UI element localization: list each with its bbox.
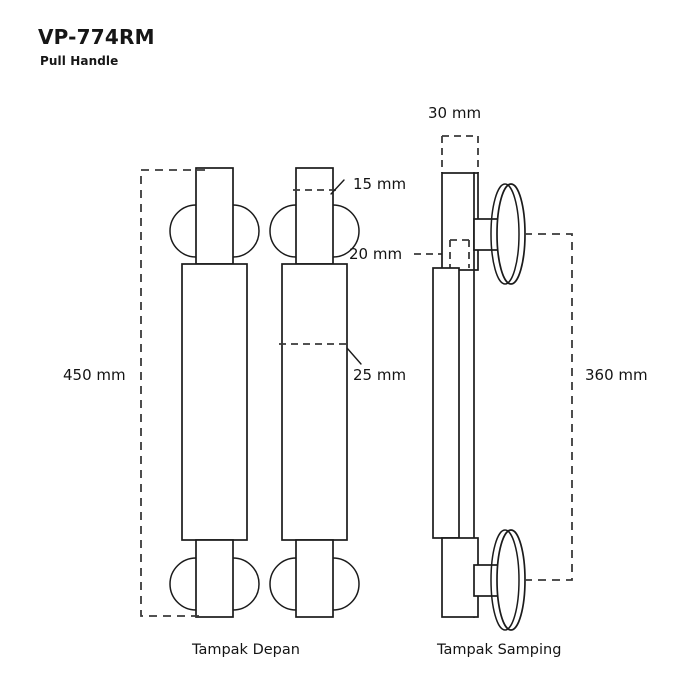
front-view-handle-right	[269, 167, 360, 618]
rosette-ellipse-bottom-inner	[490, 529, 520, 631]
side-post-bottom	[441, 537, 479, 618]
dimension-label-depth: 30 mm	[428, 104, 481, 122]
side-view-handle	[432, 135, 526, 631]
post-top-right-column	[295, 167, 334, 265]
post-bottom-left-column	[195, 539, 234, 618]
dimension-label-center-to-center: 360 mm	[585, 366, 648, 384]
dimension-bracket-center-to-center	[524, 233, 573, 581]
grip-bar-left-column	[181, 263, 248, 541]
dimension-label-grip-diameter: 25 mm	[353, 366, 406, 384]
dimension-bracket-overall-length	[140, 169, 205, 617]
view-label-front: Tampak Depan	[191, 642, 300, 658]
rosette-arc-bottom-right	[232, 557, 260, 611]
dimension-label-post-offset: 20 mm	[349, 245, 402, 263]
dimension-label-rosette-height: 15 mm	[353, 175, 406, 193]
rosette-arc-bottom-left-2	[269, 557, 297, 611]
view-label-side: Tampak Samping	[436, 642, 561, 658]
rosette-arc-top-right	[232, 204, 260, 258]
leader-grip-diameter	[346, 347, 362, 365]
front-view-handle-left	[169, 167, 260, 618]
side-post-top	[441, 172, 479, 271]
rosette-arc-bottom-left	[169, 557, 197, 611]
product-subtitle: Pull Handle	[40, 54, 119, 68]
page-title: VP-774RM	[38, 25, 155, 49]
rosette-ellipse-top-inner	[490, 183, 520, 285]
rosette-arc-top-left	[169, 204, 197, 258]
rosette-arc-top-right-2	[332, 204, 360, 258]
rosette-ellipse-bottom-outer	[496, 529, 526, 631]
leader-rosette-height	[330, 179, 345, 195]
post-bottom-right-column	[295, 539, 334, 618]
rosette-ellipse-top-outer	[496, 183, 526, 285]
rosette-arc-bottom-right-2	[332, 557, 360, 611]
dimension-box-post-offset	[449, 239, 470, 268]
grip-bar-right-column	[281, 263, 348, 541]
dimension-label-overall-length: 450 mm	[63, 366, 126, 384]
title-block: VP-774RM Pull Handle	[38, 25, 155, 69]
side-grip-bar	[432, 267, 460, 539]
rosette-arc-top-left-2	[269, 204, 297, 258]
dimension-box-depth	[441, 135, 479, 173]
post-top-left-column	[195, 167, 234, 265]
